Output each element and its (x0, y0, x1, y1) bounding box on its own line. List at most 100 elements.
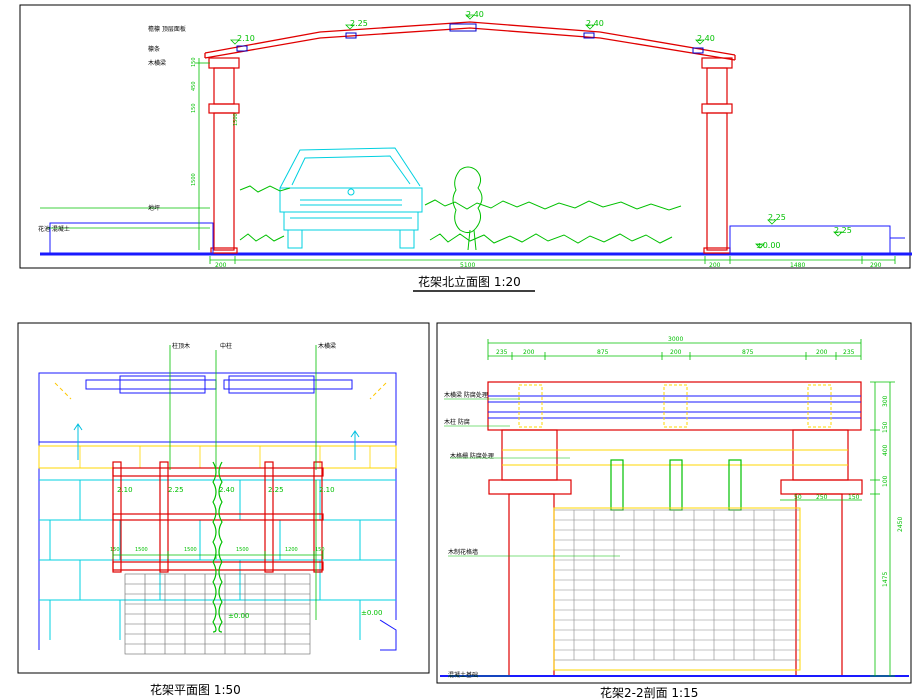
elevation-texts: 2.10 2.25 2.40 2.40 2.40 2.25 2.25 ±0.00… (191, 10, 882, 269)
section-dim-right-1: 300 (882, 395, 889, 407)
section-title: 花架2-2剖面 1:15 (600, 685, 698, 699)
level-ridge: 2.40 (466, 10, 484, 19)
right-column (701, 57, 733, 254)
level-right-slope: 2.40 (586, 19, 604, 28)
section-dim-right-3: 400 (882, 444, 889, 456)
plan-dim-edge-right: 150 (315, 547, 325, 553)
dim-bottom-col-right: 200 (709, 262, 721, 269)
level-right-eave: 2.40 (697, 34, 715, 43)
level-markers (230, 14, 843, 249)
car-illustration (279, 147, 423, 249)
section-callout-pillar: 木柱 防腐 (444, 418, 470, 426)
plan-beams (112, 461, 324, 573)
plan-yellow-cells (79, 446, 371, 468)
plan-paving (39, 479, 396, 640)
callout-ground: 地坪 (148, 204, 160, 212)
section-dim-right-2: 150 (882, 421, 889, 433)
plan-dimensions (112, 345, 324, 620)
plan-center-vine-2 (218, 461, 223, 633)
elevation-frame (19, 4, 911, 269)
plan-dim-3: 1500 (236, 547, 249, 553)
plan-level-ground-center: ±0.00 (228, 612, 249, 620)
section-view: 3000 235 200 875 200 875 200 235 50 250 … (436, 322, 912, 699)
section-dim-mid-2: 250 (816, 494, 828, 501)
level-ground: ±0.00 (756, 241, 781, 250)
section-lattice-band (502, 449, 848, 466)
plan-callouts: 柱顶木 中柱 木横梁 (172, 342, 336, 350)
section-pillars (488, 429, 863, 677)
plan-dim-2: 1500 (184, 547, 197, 553)
section-mesh (553, 509, 801, 661)
plan-brick-grid (124, 573, 311, 655)
elevation-callouts: 檐檩 顶层面板 檩条 木横梁 地坪 花池 混凝土 (38, 25, 186, 233)
plan-walls (38, 372, 397, 651)
section-lattice-posts (610, 459, 742, 511)
shrub-hedge (239, 185, 682, 244)
callout-planter: 花池 混凝土 (38, 225, 70, 233)
plan-texts: 2.10 2.25 2.40 2.25 2.10 ±0.00 ±0.00 150… (110, 486, 382, 620)
plan-frame (17, 322, 430, 674)
section-top-beam-lines (488, 395, 861, 419)
plan-level-right: 2.10 (319, 486, 335, 494)
dim-side-cap: 150 (191, 57, 197, 67)
section-dim-right-5: 1475 (882, 572, 889, 587)
dim-bottom-span: 5100 (460, 262, 475, 269)
purlin-blocks (236, 23, 704, 54)
plan-arrows (73, 423, 360, 460)
section-dim-top-6: 200 (816, 349, 828, 356)
section-beam-blocks (518, 384, 832, 428)
section-dim-total: 3000 (668, 336, 683, 343)
section-dim-top-7: 235 (843, 349, 855, 356)
plan-top-bench (85, 375, 353, 394)
section-callout-mesh: 木制花格墙 (448, 548, 478, 556)
plan-callout-col: 柱顶木 (172, 342, 190, 350)
callout-wood-beam: 木横梁 (148, 59, 166, 67)
plan-level-mid-right: 2.25 (268, 486, 284, 494)
elevation-title: 花架北立面图 1:20 (418, 274, 521, 289)
section-dim-top-5: 875 (742, 349, 754, 356)
dim-bottom-edge: 290 (870, 262, 882, 269)
plan-callout-beam: 木横梁 (318, 342, 336, 350)
plan-top-dash (54, 382, 387, 400)
plan-dim-4: 1200 (285, 547, 298, 553)
planter-right (729, 225, 905, 255)
plan-level-ground-right: ±0.00 (361, 609, 382, 617)
plan-title: 花架平面图 1:50 (150, 682, 241, 697)
dim-side-collar: 150 (191, 103, 197, 113)
callout-top-beam: 檐檩 顶层面板 (148, 25, 186, 33)
dim-side-shaft: 1500 (191, 173, 197, 186)
section-dim-top-4: 200 (670, 349, 682, 356)
section-dim-right-total: 2450 (897, 517, 904, 532)
elevation-dimensions (40, 58, 896, 264)
callout-purlin: 檩条 (148, 45, 160, 53)
section-texts: 3000 235 200 875 200 875 200 235 50 250 … (496, 336, 904, 587)
plan-level-mid-left: 2.25 (168, 486, 184, 494)
dim-side-upper: 450 (191, 81, 197, 91)
plan-dim-1: 1500 (135, 547, 148, 553)
pergola-roof (204, 21, 736, 61)
level-planter-top: 2.25 (768, 213, 786, 222)
plan-dim-edge-left: 150 (110, 547, 120, 553)
section-dim-mid-1: 50 (794, 494, 802, 501)
section-dim-mid-3: 150 (848, 494, 860, 501)
plan-view: 2.10 2.25 2.40 2.25 2.10 ±0.00 ±0.00 150… (17, 322, 430, 697)
elevation-view: 2.10 2.25 2.40 2.40 2.40 2.25 2.25 ±0.00… (19, 4, 912, 292)
plan-yellow-strip (38, 445, 397, 469)
section-dim-top-3: 875 (597, 349, 609, 356)
plan-center-vine (212, 461, 217, 633)
section-leaders (444, 398, 620, 677)
dim-side-collar-right: 1500 (233, 113, 239, 126)
plan-callout-center: 中柱 (220, 342, 232, 350)
plan-level-center: 2.40 (219, 486, 235, 494)
section-mesh-border (553, 507, 801, 671)
section-callouts: 木横梁 防腐处理 木柱 防腐 木格栅 防腐处理 木制花格墙 混凝土基础 (444, 391, 494, 679)
plan-level-left: 2.10 (117, 486, 133, 494)
section-frame (436, 322, 912, 684)
level-left-slope: 2.25 (350, 19, 368, 28)
level-left-eave: 2.10 (237, 34, 255, 43)
section-dim-top-2: 200 (523, 349, 535, 356)
section-dimensions (487, 339, 895, 677)
section-callout-base: 混凝土基础 (448, 671, 478, 679)
dim-bottom-col-left: 200 (215, 262, 227, 269)
